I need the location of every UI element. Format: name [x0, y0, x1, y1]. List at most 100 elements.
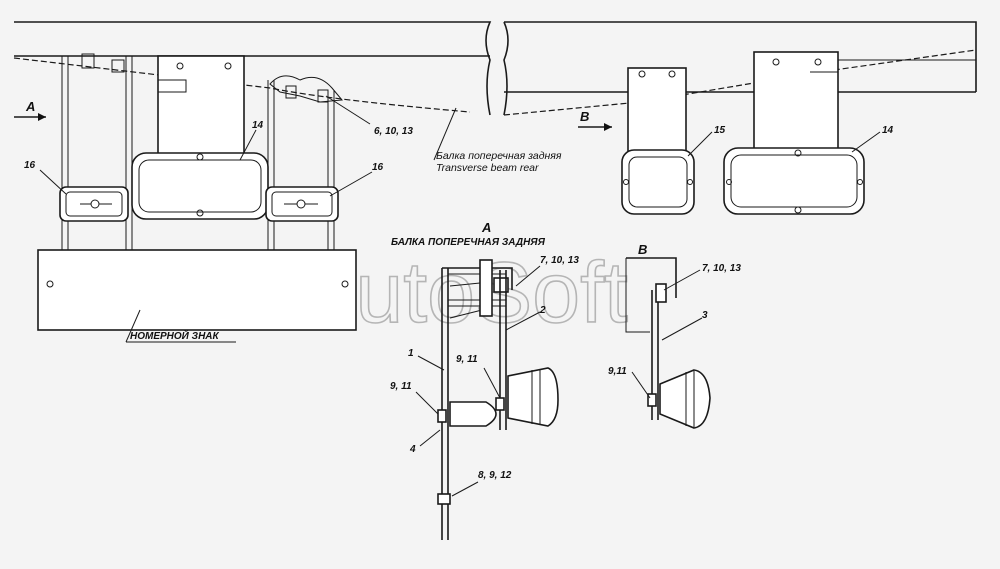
leader-line — [483, 367, 501, 399]
bolt-icon — [479, 259, 493, 317]
screw-icon — [687, 179, 693, 185]
leader-line — [325, 95, 371, 125]
lamp-housing-3 — [659, 369, 711, 429]
callout-1: 1 — [408, 348, 414, 359]
side-lamp-left-lens — [65, 191, 123, 217]
beam-flange — [810, 59, 976, 73]
callout-15: 15 — [714, 125, 726, 136]
callout-2: 2 — [539, 305, 546, 316]
screw-icon — [794, 149, 802, 157]
callout-14-left: 14 — [252, 120, 264, 131]
center-lamp — [131, 152, 269, 220]
leader-line — [125, 309, 141, 343]
bracket-15 — [627, 67, 687, 155]
callout-6-10-13: 6, 10, 13 — [374, 126, 413, 137]
bolt-icon — [437, 409, 447, 423]
clamp-plate — [448, 299, 506, 307]
bolt-icon — [495, 397, 505, 411]
lamp-ribs — [531, 369, 541, 425]
screw-icon — [857, 179, 863, 185]
nut-icon — [493, 277, 509, 293]
leader-line — [415, 391, 439, 415]
beam-section-a — [442, 267, 513, 290]
leader-line — [39, 169, 67, 195]
leader-line — [329, 171, 373, 197]
beam-section-b-side — [625, 258, 650, 333]
bracket-14 — [753, 51, 839, 153]
lamp-housing-4 — [449, 401, 497, 427]
screw-icon — [623, 179, 629, 185]
screw-icon — [668, 70, 676, 78]
section-a-label: A — [481, 220, 491, 235]
lamp-ribs — [685, 371, 695, 427]
section-a-title: БАЛКА ПОПЕРЕЧНАЯ ЗАДНЯЯ — [391, 237, 546, 248]
leader-line — [433, 107, 457, 161]
section-b-view — [625, 257, 711, 429]
screw-icon — [341, 280, 349, 288]
left-strut-3 — [267, 80, 275, 250]
screw-icon — [772, 58, 780, 66]
screw-icon — [794, 206, 802, 214]
right-beam-break — [503, 21, 509, 116]
arrow-head-icon — [604, 123, 612, 131]
plate-tab — [158, 79, 187, 93]
leader-line — [661, 317, 703, 341]
bolt-icon — [655, 283, 667, 303]
screw-icon — [224, 62, 232, 70]
bolt-icon — [81, 53, 125, 73]
screw-icon — [638, 70, 646, 78]
lamp-housing-2 — [507, 367, 559, 427]
right-beam-outline — [504, 21, 977, 92]
left-beam-outline — [14, 21, 492, 116]
callout-4: 4 — [409, 444, 416, 455]
callout-16-right: 16 — [372, 162, 384, 173]
view-b-label: B — [580, 109, 589, 124]
leader-line — [663, 269, 701, 291]
leader-line — [687, 131, 713, 157]
leader-line — [505, 311, 541, 331]
callout-9-11-b: 9,11 — [608, 366, 627, 377]
beam-caption-en: Transverse beam rear — [436, 162, 539, 174]
screw-icon — [196, 153, 204, 161]
left-beam-dash — [13, 57, 471, 113]
leader-line — [239, 129, 257, 161]
screw-icon — [196, 209, 204, 217]
side-lamp-right — [265, 186, 339, 222]
left-strut-2 — [125, 56, 133, 250]
side-lamp-right-lens — [271, 191, 333, 217]
beam-section-b — [626, 257, 677, 298]
bracket-clamp — [269, 75, 343, 103]
callout-9-11-a1: 9, 11 — [456, 354, 478, 365]
plate-caption: НОМЕРНОЙ ЗНАК — [130, 329, 220, 342]
view-a-label: A — [25, 99, 35, 114]
callout-16-left: 16 — [24, 160, 36, 171]
callout-7-10-13-b: 7, 10, 13 — [702, 263, 741, 274]
arrow-head-icon — [38, 113, 46, 121]
leader-line — [515, 265, 541, 287]
screw-icon — [176, 62, 184, 70]
side-lamp-left — [59, 186, 129, 222]
leader-line — [631, 371, 651, 399]
bolt-icon — [317, 89, 329, 103]
callout-9-11-a2: 9, 11 — [390, 381, 412, 392]
screw-icon — [46, 280, 54, 288]
callout-8-9-12: 8, 9, 12 — [478, 470, 512, 481]
license-plate — [37, 249, 357, 331]
callout-14-right: 14 — [882, 125, 894, 136]
bolt-icon — [437, 493, 451, 505]
leader-line — [419, 429, 441, 447]
screw-icon — [814, 58, 822, 66]
lamp-14 — [723, 147, 865, 215]
leader-line — [851, 131, 881, 153]
section-b-label: B — [638, 242, 647, 257]
bolt-icon — [647, 393, 657, 407]
left-mount-plate — [157, 55, 245, 157]
beam-caption-ru: Балка поперечная задняя — [436, 150, 562, 162]
right-beam-dash — [503, 49, 977, 116]
callout-3: 3 — [702, 310, 708, 321]
leader-line — [417, 355, 445, 371]
left-beam-view — [13, 21, 492, 343]
screw-icon — [726, 179, 732, 185]
